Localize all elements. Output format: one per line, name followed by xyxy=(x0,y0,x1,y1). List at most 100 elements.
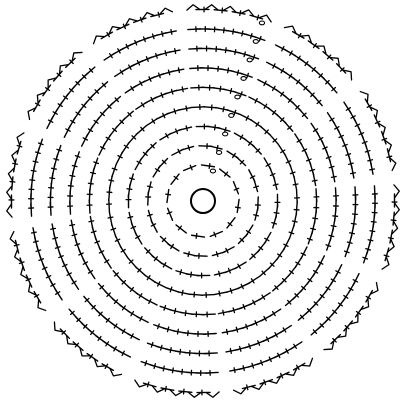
v-increase xyxy=(187,391,202,398)
stitch-crossbar xyxy=(239,159,245,165)
double-crochet xyxy=(216,126,231,132)
double-crochet xyxy=(237,282,251,290)
stitch-crossbar xyxy=(30,231,37,234)
double-crochet xyxy=(226,109,241,115)
v-increase xyxy=(369,106,379,120)
stitch-crossbar xyxy=(358,132,365,136)
stitch-crossbar xyxy=(260,359,264,366)
stitch-crossbar xyxy=(119,119,125,125)
stitch-crossbar xyxy=(128,177,135,181)
double-crochet xyxy=(330,333,342,345)
stitch-crossbar xyxy=(113,346,117,352)
stitch-crossbar xyxy=(65,128,71,132)
v-increase xyxy=(27,107,37,121)
stitch-crossbar xyxy=(257,340,261,346)
stitch-crossbar xyxy=(110,227,117,231)
v-increase xyxy=(204,4,219,11)
stitch-crossbar xyxy=(253,185,260,189)
double-crochet xyxy=(247,275,261,285)
stitch-crossbar xyxy=(58,255,64,259)
stitch-crossbar xyxy=(195,232,198,239)
stitch-crossbar xyxy=(274,285,279,291)
stitch-crossbar xyxy=(104,363,109,370)
stitch-crossbar xyxy=(121,305,126,311)
stitch-crossbar xyxy=(87,182,94,185)
stitch-crossbar xyxy=(140,102,145,108)
stitch-crossbar xyxy=(173,108,177,115)
double-crochet xyxy=(272,214,278,229)
stitch-crossbar xyxy=(287,299,292,305)
stitch-crossbar xyxy=(70,119,76,124)
stitch-crossbar xyxy=(123,144,129,149)
double-crochet xyxy=(293,175,298,190)
v-increase xyxy=(283,25,297,35)
stitch-crossbar xyxy=(277,253,283,258)
stitch-crossbar xyxy=(119,69,124,75)
stitch-crossbar xyxy=(117,154,123,159)
double-crochet xyxy=(159,235,171,247)
double-crochet xyxy=(145,117,159,127)
stitch-crossbar xyxy=(144,360,148,367)
stitch-crossbar xyxy=(252,299,256,306)
stitch-crossbar xyxy=(246,72,249,79)
stitch-crossbar xyxy=(263,379,267,386)
stitch-crossbar xyxy=(225,247,229,254)
stitch-crossbar xyxy=(93,119,99,124)
sector-12 xyxy=(92,7,197,172)
stitch-crossbar xyxy=(136,59,141,66)
stitch-crossbar xyxy=(281,45,285,52)
stitch-crossbar xyxy=(316,99,322,105)
double-crochet xyxy=(134,266,147,277)
double-crochet xyxy=(146,342,161,349)
double-crochet xyxy=(211,251,226,257)
stitch-crossbar xyxy=(310,227,317,231)
stitch-crossbar xyxy=(318,73,324,79)
double-crochet xyxy=(68,308,79,320)
stitch-crossbar xyxy=(54,246,61,249)
stitch-crossbar xyxy=(50,283,56,287)
stitch-crossbar xyxy=(63,95,69,100)
stitch-crossbar xyxy=(281,277,287,283)
double-crochet xyxy=(157,157,169,169)
stitch-crossbar xyxy=(335,270,341,274)
double-crochet xyxy=(312,172,317,187)
stitch-crossbar xyxy=(370,220,377,223)
v-increase xyxy=(359,90,369,104)
stitch-crossbar xyxy=(125,43,129,50)
v-increase xyxy=(20,266,29,280)
double-crochet xyxy=(335,62,347,74)
stitch-crossbar xyxy=(301,285,307,291)
stitch-crossbar xyxy=(227,267,231,274)
double-crochet xyxy=(51,223,56,238)
sector-9 xyxy=(9,207,174,312)
stitch-crossbar xyxy=(131,135,137,140)
double-crochet xyxy=(291,30,305,39)
stitch-crossbar xyxy=(151,118,156,124)
double-crochet xyxy=(55,144,62,159)
double-crochet xyxy=(166,188,170,204)
stitch-crossbar xyxy=(99,111,105,117)
stitch-crossbar xyxy=(312,42,317,49)
v-increase xyxy=(315,45,327,55)
double-crochet xyxy=(386,148,392,163)
chain-stitch xyxy=(228,113,235,118)
stitch-crossbar xyxy=(81,103,87,108)
double-crochet xyxy=(283,237,291,251)
stitch-crossbar xyxy=(345,153,352,156)
stitch-crossbar xyxy=(181,368,184,375)
double-crochet xyxy=(153,324,167,330)
double-crochet xyxy=(84,66,96,77)
stitch-crossbar xyxy=(47,119,54,123)
double-crochet xyxy=(310,325,322,336)
stitch-crossbar xyxy=(78,252,84,256)
double-crochet xyxy=(147,209,153,224)
stitch-crossbar xyxy=(76,317,81,323)
stitch-crossbar xyxy=(295,364,300,371)
stitch-crossbar xyxy=(120,248,126,253)
stitch-crossbar xyxy=(332,309,338,314)
double-crochet xyxy=(283,120,294,132)
double-crochet xyxy=(219,168,231,178)
stitch-crossbar xyxy=(185,125,188,132)
double-crochet xyxy=(165,287,180,293)
